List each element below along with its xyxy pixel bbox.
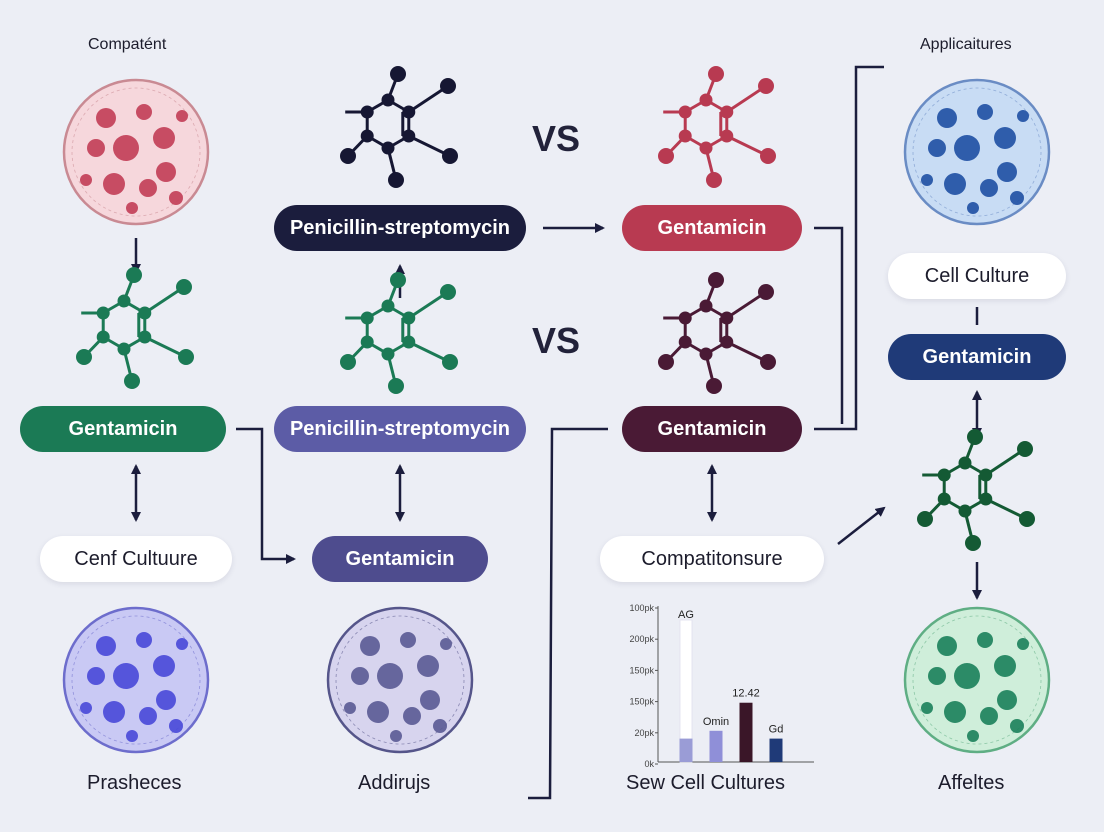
chart-bar-label: AG xyxy=(678,609,694,621)
chart-bar xyxy=(709,730,723,762)
cell-green-icon xyxy=(903,606,1051,754)
vs-label-top: VS xyxy=(532,118,581,159)
pill-compatibility[interactable]: Compatitonsure xyxy=(600,536,824,582)
molecule-green-right-icon xyxy=(917,429,1035,551)
label-affeltes: Affeltes xyxy=(938,772,1005,794)
label-addirujs: Addirujs xyxy=(358,772,431,794)
chart-bar-label: Omin xyxy=(703,716,729,728)
bracket-center xyxy=(528,427,608,800)
bracket-left xyxy=(236,427,296,564)
chart-bar xyxy=(679,738,693,762)
molecule-navy-top-icon xyxy=(340,66,458,188)
chart-y-tick-label: 20pk xyxy=(634,728,654,738)
pill-gentamicin-dark[interactable]: Gentamicin xyxy=(622,406,802,452)
molecule-red-top-icon xyxy=(658,66,776,188)
cell-lavender-icon xyxy=(326,606,474,754)
chart-bar xyxy=(739,702,753,762)
molecule-green-mid-icon xyxy=(340,272,458,394)
label-compatent: Compatént xyxy=(88,36,167,53)
pill-cell-culture-right[interactable]: Cell Culture xyxy=(888,253,1066,299)
pill-gentamicin-red[interactable]: Gentamicin xyxy=(622,205,802,251)
label-cell-cultures: Sew Cell Cultures xyxy=(626,772,785,794)
label-applications: Applicaitures xyxy=(920,36,1012,53)
arrow-diagonal xyxy=(837,506,886,545)
pill-penicillin-streptomycin-top[interactable]: Penicillin-streptomycin xyxy=(274,205,526,251)
chart-y-tick-label: 150pk xyxy=(629,665,654,675)
chart-y-tick-label: 100pk xyxy=(629,603,654,613)
molecule-plum-mid-icon xyxy=(658,272,776,394)
chart-y-tick-label: 0k xyxy=(644,759,654,769)
bracket-top-right xyxy=(814,226,844,424)
pill-cell-culture-left[interactable]: Cenf Cultuure xyxy=(40,536,232,582)
chart-bar-label: 12.42 xyxy=(732,688,760,700)
pill-gentamicin-center[interactable]: Gentamicin xyxy=(312,536,488,582)
cell-periwinkle-icon xyxy=(62,606,210,754)
label-prasheces: Prasheces xyxy=(87,772,182,794)
chart-bar-label: Gd xyxy=(769,724,784,736)
pill-gentamicin-green[interactable]: Gentamicin xyxy=(20,406,226,452)
bracket-right xyxy=(814,65,884,431)
pill-gentamicin-navy[interactable]: Gentamicin xyxy=(888,334,1066,380)
chart-y-tick-label: 200pk xyxy=(629,634,654,644)
chart-bar xyxy=(769,738,783,762)
chart-y-tick-label: 150pk xyxy=(629,697,654,707)
molecule-green-left-icon xyxy=(76,267,194,389)
pill-penicillin-streptomycin-mid[interactable]: Penicillin-streptomycin xyxy=(274,406,526,452)
vs-label-mid: VS xyxy=(532,320,581,361)
cell-red-icon xyxy=(62,78,210,226)
cell-blue-icon xyxy=(903,78,1051,226)
